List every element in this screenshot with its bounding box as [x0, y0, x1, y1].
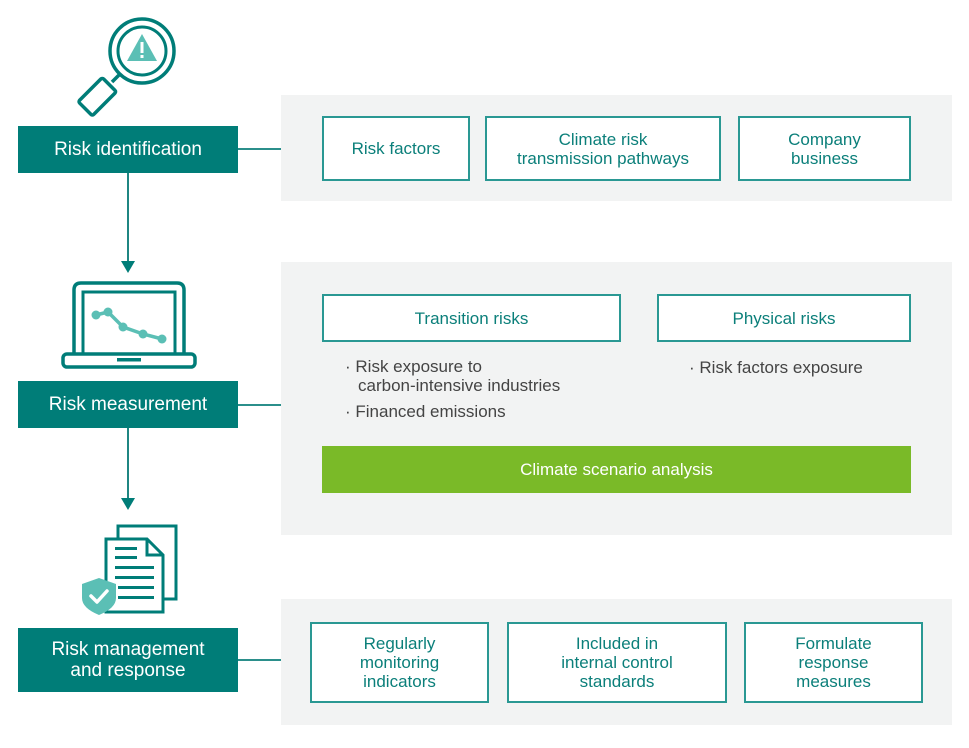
bullet-item: · Risk factors exposure — [689, 358, 863, 377]
flow-arrow-line — [127, 428, 129, 500]
laptop-chart-icon — [61, 281, 197, 369]
category-transition-risks: Transition risks — [322, 294, 621, 342]
flow-arrow-line — [127, 173, 129, 263]
connector-line — [238, 659, 281, 661]
item-risk-factors: Risk factors — [322, 116, 470, 181]
magnifier-warning-icon — [77, 17, 176, 117]
item-transmission-pathways: Climate risk transmission pathways — [485, 116, 721, 181]
stage-risk-identification: Risk identification — [18, 126, 238, 173]
item-response-measures: Formulate response measures — [744, 622, 923, 703]
connector-line — [238, 404, 281, 406]
item-internal-control: Included in internal control standards — [507, 622, 727, 703]
arrow-down-icon — [121, 498, 135, 510]
stage-risk-management-and-response: Risk management and response — [18, 628, 238, 692]
arrow-down-icon — [121, 261, 135, 273]
stage-label: Risk identification — [54, 139, 202, 160]
item-company-business: Company business — [738, 116, 911, 181]
stage-label: Risk measurement — [48, 394, 208, 415]
bullet-item: · Risk exposure to — [345, 357, 482, 376]
stage-label: Risk management and response — [51, 639, 205, 681]
climate-scenario-analysis-bar: Climate scenario analysis — [322, 446, 911, 493]
item-regularly-monitoring: Regularly monitoring indicators — [310, 622, 489, 703]
bullet-item: · Financed emissions — [345, 402, 506, 421]
stage-risk-measurement: Risk measurement — [18, 381, 238, 428]
category-physical-risks: Physical risks — [657, 294, 911, 342]
connector-line — [238, 148, 281, 150]
scenario-label: Climate scenario analysis — [520, 459, 713, 479]
document-shield-check-icon — [82, 524, 178, 615]
bullet-item-continued: carbon-intensive industries — [358, 376, 561, 395]
